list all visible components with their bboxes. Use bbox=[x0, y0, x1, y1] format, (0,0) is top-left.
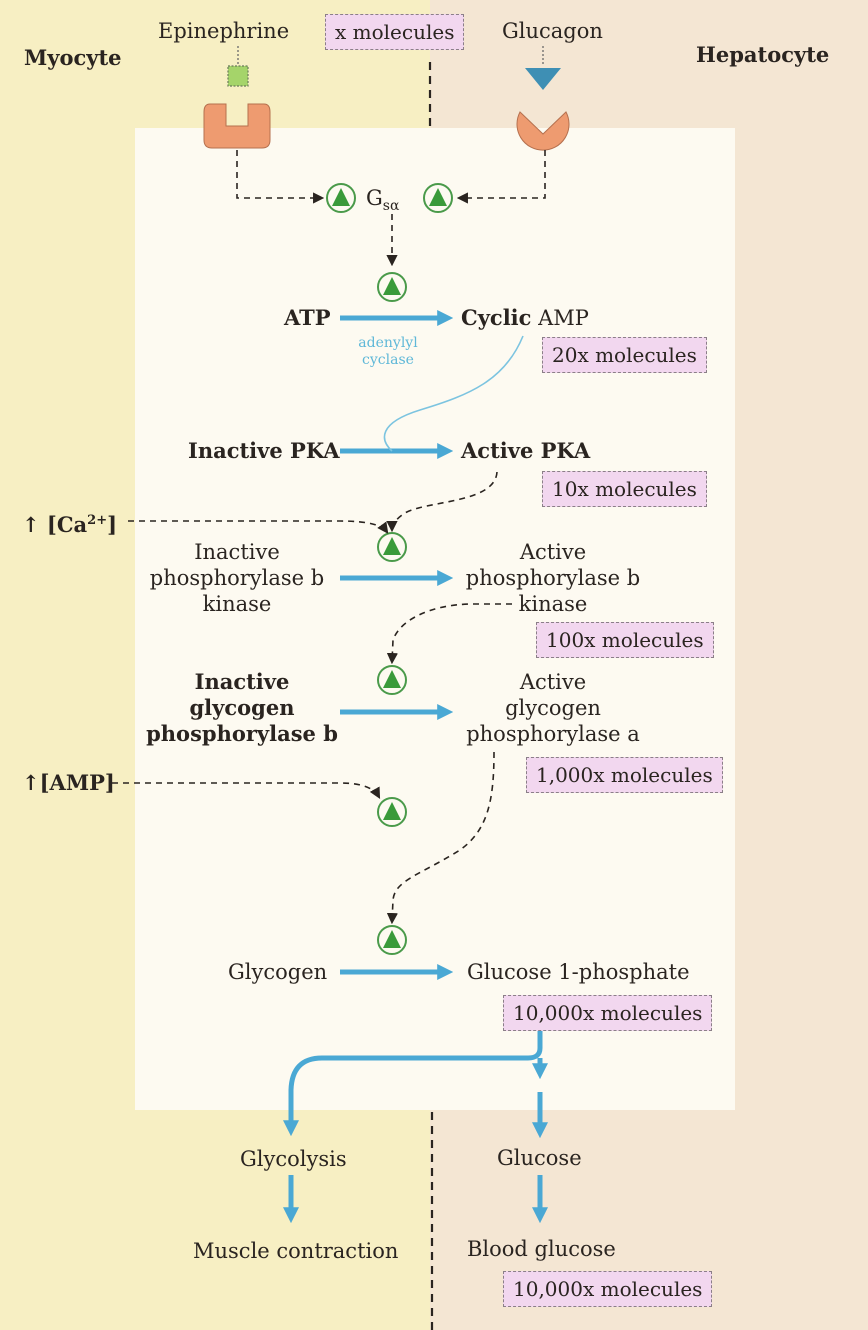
activation-icon bbox=[423, 183, 453, 213]
kinase-to-phosphorylase-arrow bbox=[386, 603, 512, 665]
phosphorylase-to-glycogen-arrow bbox=[386, 751, 495, 925]
activation-icon bbox=[377, 272, 407, 302]
glycolysis-label: Glycolysis bbox=[240, 1147, 347, 1171]
amplification-box-camp: 20x molecules bbox=[542, 337, 707, 373]
amplification-box-blood: 10,000x molecules bbox=[503, 1271, 713, 1307]
blood-glucose-label: Blood glucose bbox=[467, 1237, 616, 1261]
atp-label: ATP bbox=[284, 305, 331, 330]
activation-icon bbox=[326, 183, 356, 213]
gsa-label: Gsα bbox=[366, 186, 400, 215]
glucagon-ligand-icon bbox=[525, 46, 561, 90]
calcium-effect-arrow bbox=[128, 520, 389, 534]
amplification-box-g1p: 10,000x molecules bbox=[503, 995, 713, 1031]
glucose-1-phosphate-label: Glucose 1-phosphate bbox=[467, 960, 690, 984]
glucagon-label: Glucagon bbox=[502, 19, 603, 43]
epinephrine-label: Epinephrine bbox=[158, 19, 290, 43]
hepatocyte-label: Hepatocyte bbox=[696, 42, 830, 67]
calcium-effector-label: ↑ [Ca2+] bbox=[22, 512, 118, 537]
activation-icon bbox=[377, 532, 407, 562]
cascade-panel bbox=[135, 128, 735, 1110]
pka-to-kinase-arrow bbox=[386, 471, 498, 533]
amplification-box-pka: 10x molecules bbox=[542, 471, 707, 507]
activation-icon bbox=[377, 797, 407, 827]
amp-effector-label: ↑[AMP] bbox=[22, 770, 115, 795]
amplification-box-hormone: x molecules bbox=[325, 14, 465, 50]
myocyte-label: Myocyte bbox=[24, 45, 122, 70]
epinephrine-ligand-icon bbox=[227, 46, 249, 87]
camp-binding-curve bbox=[383, 335, 524, 452]
activation-icon bbox=[377, 665, 407, 695]
cyclic-amp-label: Cyclic AMP bbox=[461, 305, 589, 330]
amplification-box-kinase: 100x molecules bbox=[536, 622, 714, 658]
glucagon-receptor-icon bbox=[516, 111, 570, 151]
inactive-pka-label: Inactive PKA bbox=[188, 438, 340, 463]
g1p-to-glycolysis-arrow bbox=[282, 1030, 543, 1137]
glucose-label: Glucose bbox=[497, 1146, 582, 1170]
activation-icon bbox=[377, 925, 407, 955]
muscle-contraction-label: Muscle contraction bbox=[193, 1239, 399, 1263]
amplification-box-phosphorylase: 1,000x molecules bbox=[526, 757, 723, 793]
epinephrine-receptor-icon bbox=[203, 103, 271, 149]
active-pka-label: Active PKA bbox=[461, 438, 591, 463]
amp-effect-arrow bbox=[112, 782, 381, 799]
glucagon-to-gsa-arrow bbox=[456, 150, 546, 204]
epinephrine-to-gsa-arrow bbox=[236, 150, 325, 204]
glycogen-label: Glycogen bbox=[228, 960, 328, 984]
